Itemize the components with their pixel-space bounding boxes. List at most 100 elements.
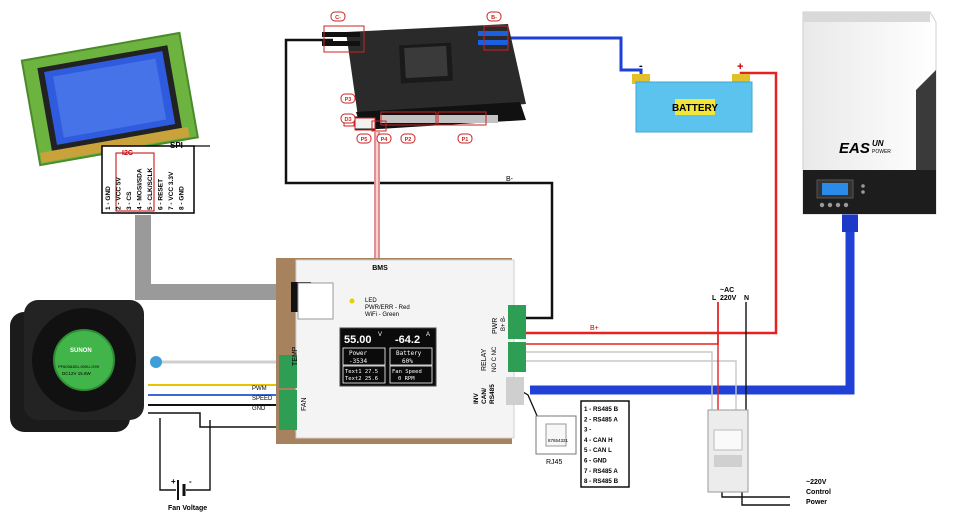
rj45-pin-5: 5 - CAN L bbox=[584, 447, 612, 454]
ac-l-label: L bbox=[712, 295, 717, 302]
contactor bbox=[707, 409, 749, 493]
inv-can-line-1: INV bbox=[473, 393, 480, 405]
oled-power-label: Power bbox=[349, 350, 367, 357]
battery-label: BATTERY bbox=[672, 103, 718, 114]
svg-text:A: A bbox=[426, 332, 430, 338]
led-label: LED bbox=[365, 298, 377, 304]
i2c-group-box bbox=[115, 152, 155, 212]
b-minus-callout bbox=[483, 25, 509, 51]
fan-label: FAN bbox=[301, 397, 308, 411]
spi-label: SPI bbox=[170, 141, 183, 150]
ac-n-label: N bbox=[744, 295, 749, 302]
rj45-pin-numbers: 87654321 bbox=[548, 438, 569, 443]
svg-text:WiFi - Green: WiFi - Green bbox=[365, 312, 399, 318]
battery bbox=[632, 74, 753, 133]
pwr-label: PWR bbox=[492, 318, 499, 334]
oled-fan-label: Fan Speed bbox=[392, 369, 422, 375]
i2c-label: I2C bbox=[122, 150, 133, 157]
rj45-pin-7: 7 - RS485 A bbox=[584, 468, 618, 475]
oled-battery-label: Battery bbox=[396, 350, 422, 357]
rj45-pin-4: 4 - CAN H bbox=[584, 437, 613, 444]
svg-text:DC12V 15.6W: DC12V 15.6W bbox=[62, 371, 92, 376]
tag-p3: P3 bbox=[345, 97, 352, 103]
lcd-pinout-box bbox=[101, 145, 195, 214]
b-minus-wire-label: B- bbox=[506, 176, 514, 183]
tag-b-minus: B- bbox=[491, 15, 497, 21]
lcd-module bbox=[20, 31, 199, 167]
tag-p2: P2 bbox=[405, 137, 412, 143]
battery-minus-label: - bbox=[639, 60, 643, 72]
svg-text:-: - bbox=[189, 477, 192, 486]
pwm-label: PWM bbox=[252, 386, 267, 392]
inv-can-line-2: CAN/ bbox=[481, 388, 488, 404]
b-minus-wire bbox=[284, 38, 554, 320]
tag-c-minus: C- bbox=[335, 15, 341, 21]
svg-text:POWER: POWER bbox=[872, 149, 891, 155]
lcd-pin-2: 2 - VCC 5V bbox=[116, 176, 123, 210]
lcd-pin-1: 1 - GND bbox=[105, 186, 112, 210]
rj45-pin-list: 1 - RS485 B 2 - RS485 A 3 - 4 - CAN H 5 - CA… bbox=[584, 406, 619, 485]
lcd-pin-7: 7 - VCC 3.3V bbox=[168, 171, 175, 210]
lcd-pin-4: 4 - MOSI/SDA bbox=[137, 168, 144, 210]
svg-text:PWR/ERR - Red: PWR/ERR - Red bbox=[365, 305, 410, 311]
lcd-pin-5: 5 - CLK/SCLK bbox=[147, 167, 154, 210]
bms-port-label: BMS bbox=[372, 265, 388, 272]
rj45-label: RJ45 bbox=[546, 459, 562, 466]
lcd-pin-8: 8 - GND bbox=[179, 186, 186, 210]
inverter bbox=[802, 11, 937, 215]
lcd-cable bbox=[135, 215, 292, 300]
rj45-pin-1: 1 - RS485 B bbox=[584, 406, 619, 413]
tag-p5: P5 bbox=[361, 137, 368, 143]
cooling-fan bbox=[10, 300, 144, 432]
c-minus-callout bbox=[323, 25, 365, 53]
tag-p4: P4 bbox=[381, 137, 389, 143]
rj45-pin-3: 3 - bbox=[584, 427, 591, 434]
svg-text:UN: UN bbox=[872, 139, 884, 148]
rj45-connector bbox=[535, 415, 577, 455]
rj45-pin-8: 8 - RS485 B bbox=[584, 478, 619, 485]
ac-voltage: 220V bbox=[720, 295, 737, 302]
bms-module bbox=[322, 24, 526, 130]
battery-minus-wire bbox=[508, 36, 643, 82]
ac-title: ~AC bbox=[720, 287, 734, 294]
svg-text:PF60381B1-000U-G99: PF60381B1-000U-G99 bbox=[58, 364, 100, 369]
lcd-pin-3: 3 - CS bbox=[126, 191, 133, 210]
rj45-pin-2: 2 - RS485 A bbox=[584, 416, 618, 423]
oled-voltage: 55.00 bbox=[344, 334, 372, 346]
rj45-pin-6: 6 - GND bbox=[584, 458, 607, 465]
gnd-label: GND bbox=[252, 406, 266, 412]
fan-brand: SUNON bbox=[70, 348, 92, 354]
rj45-pinout-box bbox=[580, 400, 630, 488]
oled-temp2: Text2 25.6 bbox=[345, 376, 378, 382]
b-plus-wire-label: B+ bbox=[590, 325, 599, 332]
oled-power-value: -3534 bbox=[349, 358, 367, 365]
control-power-line1: ~220V bbox=[806, 479, 827, 486]
relay-label: RELAY bbox=[481, 348, 488, 371]
inverter-can-cable bbox=[530, 210, 855, 395]
temperature-probe bbox=[150, 356, 162, 368]
oled-battery-value: 60% bbox=[402, 358, 413, 365]
oled-fan-value: 0 RPM bbox=[398, 376, 415, 382]
svg-text:B+ B-: B+ B- bbox=[501, 316, 507, 331]
control-power-line3: Power bbox=[806, 499, 827, 506]
control-power-line2: Control bbox=[806, 489, 831, 496]
inverter-brand: EAS bbox=[839, 140, 870, 157]
inv-can-line-3: RS485 bbox=[489, 384, 496, 404]
oled-temp1: Text1 27.5 bbox=[345, 369, 378, 375]
svg-text:V: V bbox=[378, 332, 382, 338]
relay-pins-label: NO C NC bbox=[492, 346, 498, 372]
tag-p1: P1 bbox=[462, 137, 469, 143]
speed-label: SPEED bbox=[252, 396, 273, 402]
temp-label: TEMP bbox=[292, 346, 299, 366]
battery-plus-label: + bbox=[737, 61, 743, 73]
oled-current: -64.2 bbox=[395, 334, 420, 346]
fan-voltage-label: Fan Voltage bbox=[168, 505, 207, 512]
main-device bbox=[276, 258, 526, 444]
lcd-pin-6: 6 - RESET bbox=[158, 179, 165, 210]
inverter-display bbox=[822, 183, 848, 195]
svg-text:+: + bbox=[171, 477, 176, 486]
tag-d3: D3 bbox=[344, 117, 351, 123]
